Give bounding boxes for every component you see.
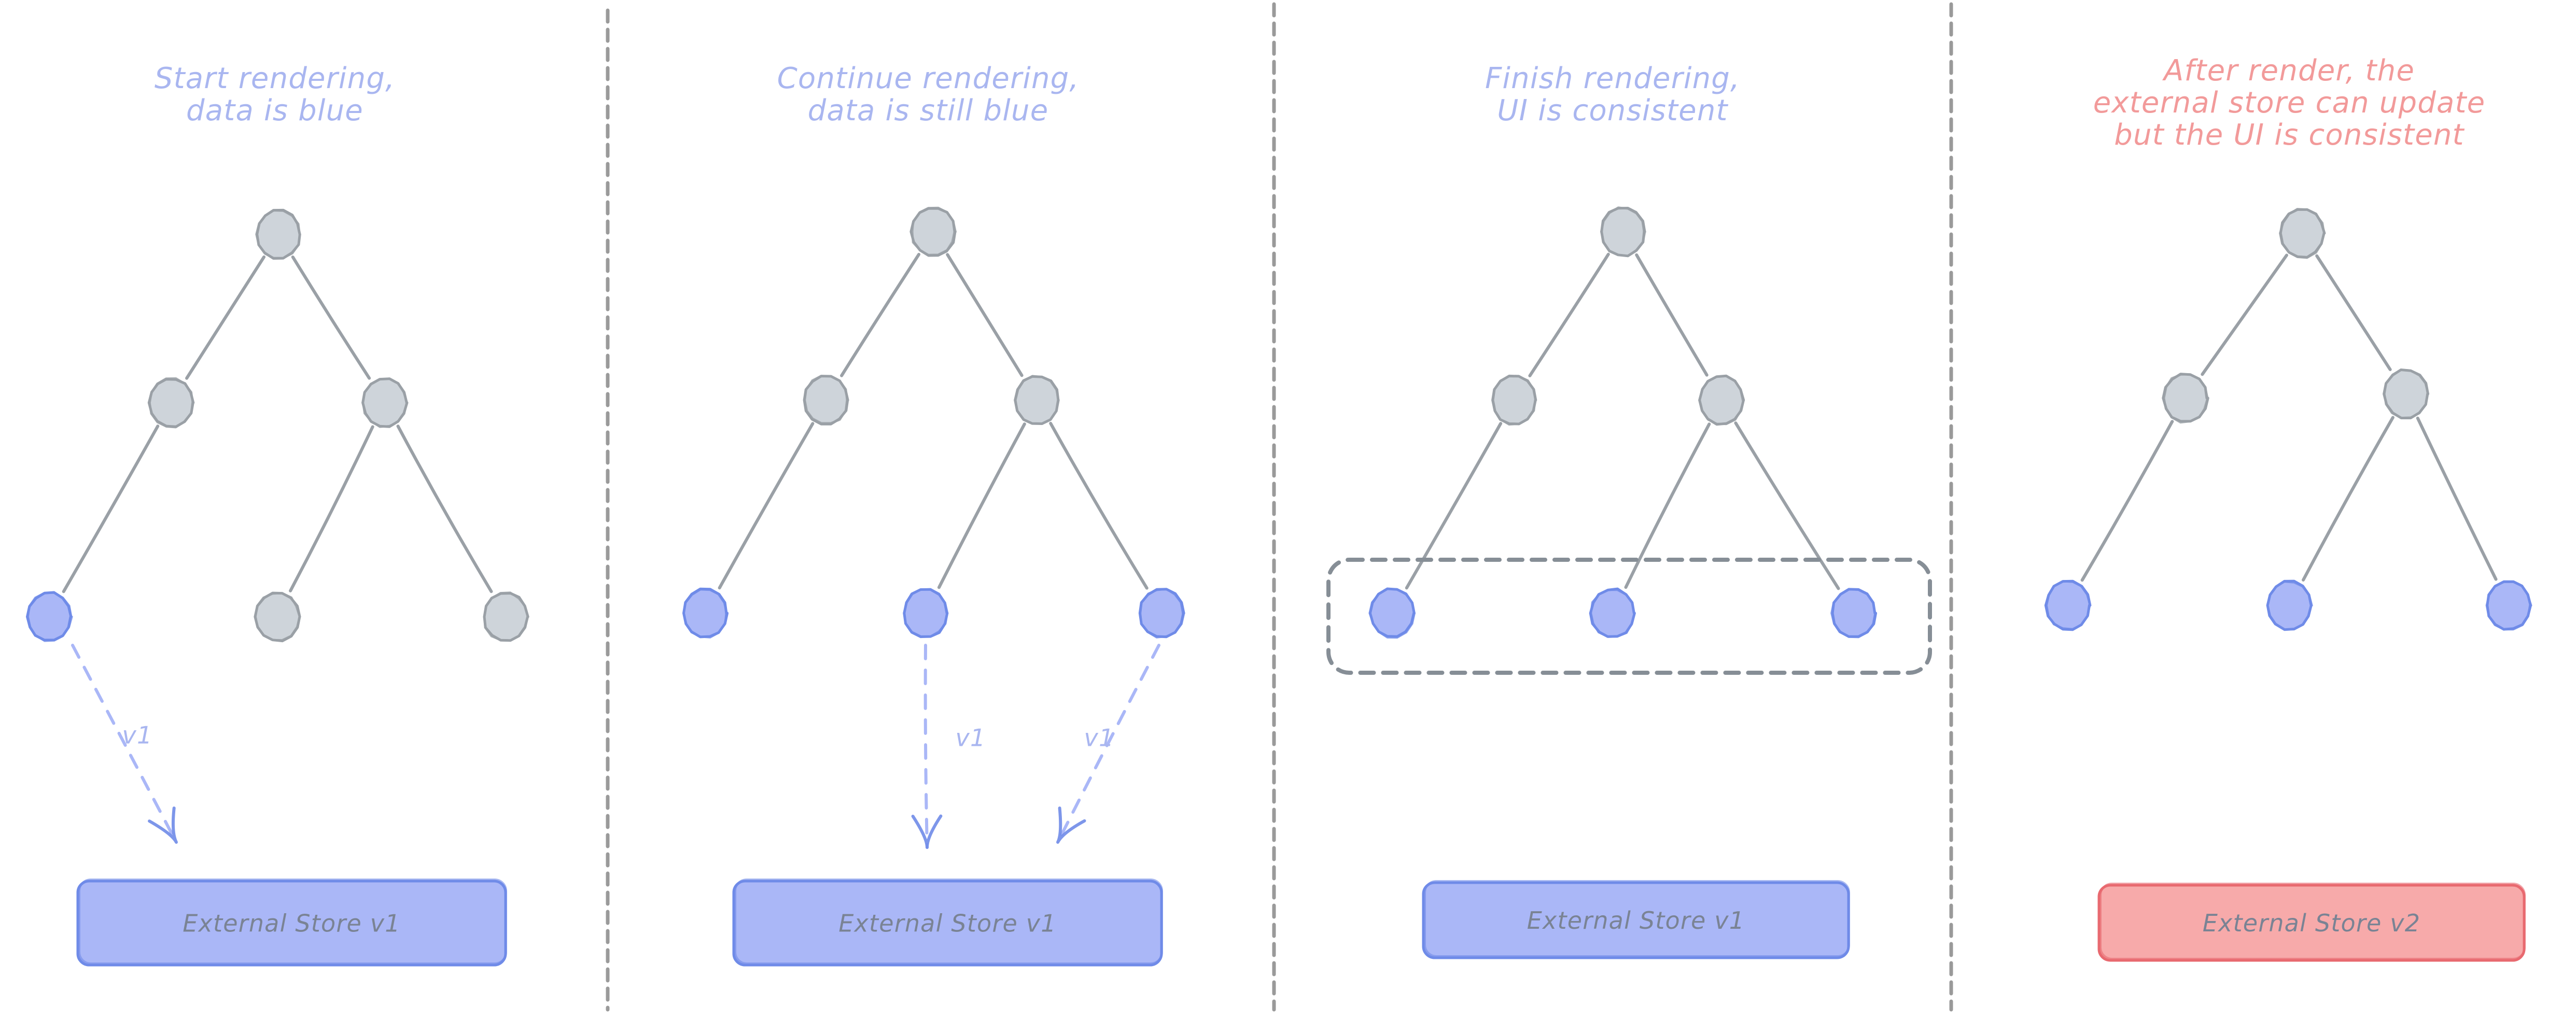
tree-node-leaf-3-blue[interactable] <box>1138 588 1185 639</box>
external-store-box-v1[interactable] <box>76 879 507 967</box>
tree-node-branch-right-grey[interactable] <box>361 377 409 428</box>
tree-node-leaf-3-blue[interactable] <box>2485 580 2532 631</box>
external-store-box-v1[interactable] <box>1422 880 1850 959</box>
tree-node-root-grey[interactable] <box>909 206 957 257</box>
tree-edge <box>718 422 815 590</box>
tree-node-branch-left-grey[interactable] <box>2162 373 2209 424</box>
panel-finish-rendering: Finish rendering,UI is consistentExterna… <box>1326 62 1932 959</box>
tree-edge <box>1624 422 1711 589</box>
tree-edge <box>2080 420 2174 582</box>
tree-edge <box>2302 416 2395 582</box>
panel-title-1: Start rendering,data is blue <box>155 62 395 128</box>
dependency-line <box>923 644 929 849</box>
external-store-label: External Store v1 <box>838 910 1056 938</box>
tree-nodes <box>1368 206 1878 639</box>
external-store-box-v1[interactable] <box>732 879 1163 967</box>
panel-continue-rendering: Continue rendering,data is still blue v1 v… <box>682 62 1185 967</box>
tree-edge <box>2201 253 2288 376</box>
external-store-label: External Store v2 <box>2203 909 2420 937</box>
dependency-arrowhead <box>1056 806 1086 844</box>
tree-node-root-grey[interactable] <box>2279 208 2326 259</box>
tree-edge <box>937 422 1026 589</box>
external-store-label: External Store v1 <box>183 910 400 938</box>
tree-node-branch-left-grey[interactable] <box>147 377 195 429</box>
tree-node-leaf-3-blue[interactable] <box>1830 588 1878 639</box>
tree-edges <box>718 252 1149 590</box>
tree-node-branch-right-grey[interactable] <box>1014 375 1060 425</box>
dependency-version-label: v1 <box>122 721 153 749</box>
tree-edge <box>2416 416 2498 581</box>
external-store-box-v2[interactable] <box>2097 883 2526 962</box>
tree-edge <box>2315 254 2392 371</box>
tree-edge <box>1405 422 1503 590</box>
tree-edge <box>289 425 374 592</box>
dependency-line <box>71 644 178 844</box>
tree-node-leaf-1-blue[interactable] <box>1368 587 1416 639</box>
tree-node-root-grey[interactable] <box>255 208 301 260</box>
tree-node-leaf-3-grey[interactable] <box>483 591 529 642</box>
tree-node-root-grey[interactable] <box>1600 206 1646 258</box>
tree-nodes <box>26 208 529 643</box>
panel-title-3: Finish rendering,UI is consistent <box>1485 62 1740 128</box>
tree-edge <box>840 252 921 377</box>
dependency-arrowhead <box>911 814 943 849</box>
tree-node-branch-right-grey[interactable] <box>1698 374 1745 426</box>
tree-edge <box>1734 421 1840 590</box>
tree-edge <box>1528 252 1610 377</box>
tree-node-leaf-2-blue[interactable] <box>2266 579 2313 631</box>
tree-edge <box>185 255 266 380</box>
tree-node-leaf-2-blue[interactable] <box>903 588 949 639</box>
tree-node-branch-left-grey[interactable] <box>1491 374 1537 426</box>
dependency-arrowhead <box>148 806 178 844</box>
tree-node-leaf-2-grey[interactable] <box>254 591 301 643</box>
dependency-version-label: v1 <box>1084 724 1115 752</box>
tree-edge <box>291 255 371 380</box>
tree-edge <box>1049 421 1149 590</box>
tree-node-branch-left-grey[interactable] <box>803 375 849 426</box>
consistent-ui-group-box <box>1326 558 1932 675</box>
store-dependency-arrow-1: v1 <box>911 644 986 849</box>
panel-title-2: Continue rendering,data is still blue <box>777 62 1080 128</box>
tree-node-leaf-2-blue[interactable] <box>1589 587 1636 638</box>
tree-nodes <box>2044 208 2532 631</box>
store-dependency-arrow-2: v1 <box>1056 644 1160 844</box>
tree-node-branch-right-grey[interactable] <box>2383 369 2429 419</box>
tree-edge <box>62 424 160 593</box>
tree-edge <box>396 424 493 593</box>
tree-node-leaf-1-blue[interactable] <box>26 591 73 642</box>
tree-edge <box>1635 253 1709 377</box>
dependency-line <box>1056 644 1160 844</box>
dependency-version-label: v1 <box>956 724 986 752</box>
tree-nodes <box>682 206 1185 639</box>
tree-edges <box>2080 253 2498 582</box>
tree-node-leaf-1-blue[interactable] <box>2044 579 2092 631</box>
external-store-label: External Store v1 <box>1527 906 1745 934</box>
tree-edges <box>1405 252 1840 590</box>
tree-edge <box>946 253 1024 377</box>
tree-node-leaf-1-blue[interactable] <box>682 587 729 639</box>
store-dependency-arrow-1: v1 <box>71 644 178 844</box>
tree-edges <box>62 255 493 593</box>
